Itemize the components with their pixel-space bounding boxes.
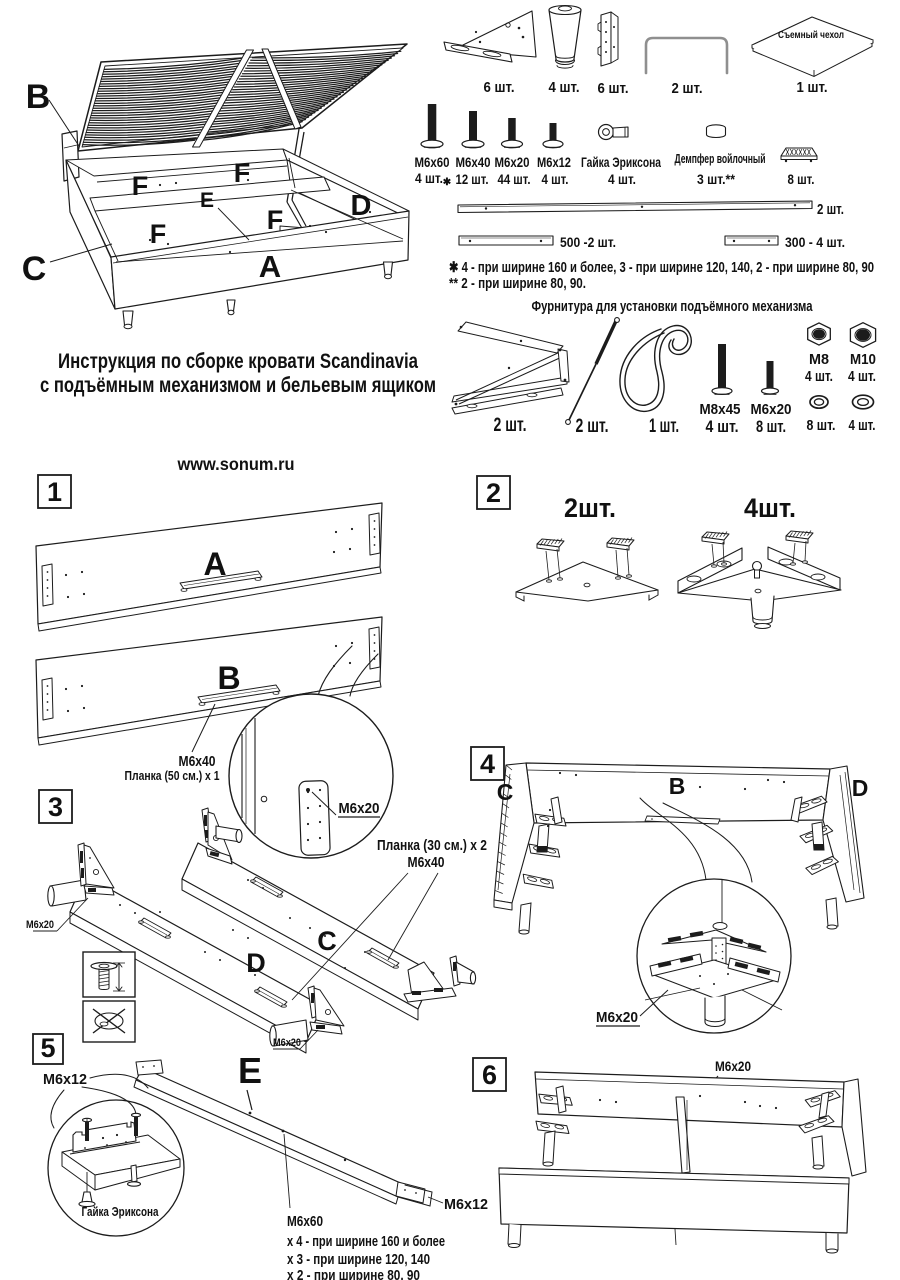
svg-text:4 шт.: 4 шт. xyxy=(542,171,569,187)
svg-text:М6х12: М6х12 xyxy=(444,1196,488,1213)
svg-text:B: B xyxy=(217,660,240,696)
svg-text:4 шт.: 4 шт. xyxy=(805,368,833,385)
svg-text:М6х20: М6х20 xyxy=(495,154,530,170)
svg-text:4 шт.: 4 шт. xyxy=(706,417,739,436)
svg-text:B: B xyxy=(669,773,686,799)
svg-text:D: D xyxy=(351,190,372,222)
svg-text:1 шт.: 1 шт. xyxy=(797,79,828,96)
svg-text:М6х20: М6х20 xyxy=(339,800,380,817)
svg-text:A: A xyxy=(203,546,226,582)
svg-text:х 4 - при ширине 160 и более: х 4 - при ширине 160 и более xyxy=(287,1234,445,1250)
svg-text:М6х40: М6х40 xyxy=(456,154,491,170)
svg-text:✱ 4 - при ширине 160 и более,: ✱ 4 - при ширине 160 и более, 3 - при ши… xyxy=(449,260,874,276)
svg-text:Планка (50 см.) х 1: Планка (50 см.) х 1 xyxy=(125,768,220,783)
svg-text:Гайка Эриксона: Гайка Эриксона xyxy=(82,1204,160,1219)
svg-text:1 шт.: 1 шт. xyxy=(649,416,679,437)
svg-text:3 шт.**: 3 шт.** xyxy=(697,171,735,187)
svg-text:6 шт.: 6 шт. xyxy=(598,80,629,97)
svg-text:4 шт.: 4 шт. xyxy=(848,368,876,385)
svg-text:М6х40: М6х40 xyxy=(179,753,216,770)
svg-text:М6х20: М6х20 xyxy=(26,919,54,931)
svg-text:4: 4 xyxy=(480,749,495,779)
svg-text:F: F xyxy=(234,158,251,188)
svg-text:М10: М10 xyxy=(850,351,876,368)
svg-text:Инструкция по сборке кровати S: Инструкция по сборке кровати Scandinavia xyxy=(58,349,419,373)
svg-text:8 шт.: 8 шт. xyxy=(788,171,815,187)
svg-text:E: E xyxy=(200,189,214,212)
svg-text:5: 5 xyxy=(40,1033,55,1063)
svg-text:12 шт.: 12 шт. xyxy=(456,171,489,187)
svg-text:М6х60: М6х60 xyxy=(415,154,450,170)
svg-text:8 шт.: 8 шт. xyxy=(756,417,786,436)
svg-text:4 шт.: 4 шт. xyxy=(608,171,636,187)
svg-text:М6х20: М6х20 xyxy=(715,1058,751,1074)
svg-text:B: B xyxy=(26,78,51,116)
svg-text:C: C xyxy=(317,926,337,956)
svg-text:C: C xyxy=(22,250,47,288)
svg-text:х 2 - при ширине 80, 90: х 2 - при ширине 80, 90 xyxy=(287,1268,420,1280)
svg-text:44 шт.: 44 шт. xyxy=(498,171,531,187)
svg-text:Съемный чехол: Съемный чехол xyxy=(778,30,844,41)
svg-text:М6х40: М6х40 xyxy=(408,855,445,871)
svg-text:1: 1 xyxy=(47,477,62,507)
svg-text:Фурнитура для установки подъём: Фурнитура для установки подъёмного механ… xyxy=(532,298,813,315)
svg-text:2 шт.: 2 шт. xyxy=(672,80,703,97)
svg-text:Демпфер войлочный: Демпфер войлочный xyxy=(675,151,766,166)
svg-text:4 шт.: 4 шт. xyxy=(549,79,580,96)
svg-text:2 шт.: 2 шт. xyxy=(494,415,527,436)
svg-text:6: 6 xyxy=(482,1060,497,1090)
svg-text:C: C xyxy=(497,779,514,805)
svg-text:✱: ✱ xyxy=(443,177,452,188)
svg-text:8 шт.: 8 шт. xyxy=(807,417,836,434)
svg-text:D: D xyxy=(246,948,266,978)
svg-text:A: A xyxy=(259,249,281,284)
svg-text:300 - 4 шт.: 300 - 4 шт. xyxy=(785,234,845,250)
svg-text:х 3 - при ширине 120, 140: х 3 - при ширине 120, 140 xyxy=(287,1252,430,1268)
svg-text:3: 3 xyxy=(48,792,63,822)
svg-text:М6х12: М6х12 xyxy=(537,154,571,170)
svg-text:6 шт.: 6 шт. xyxy=(484,79,515,96)
svg-text:2: 2 xyxy=(486,478,501,508)
svg-text:F: F xyxy=(267,205,284,235)
svg-text:2шт.: 2шт. xyxy=(564,493,616,523)
svg-text:4шт.: 4шт. xyxy=(744,493,796,523)
svg-text:с подъёмным механизмом и белье: с подъёмным механизмом и бельевым ящиком xyxy=(40,373,436,397)
svg-text:М8х45: М8х45 xyxy=(700,401,741,418)
svg-text:Гайка Эриксона: Гайка Эриксона xyxy=(581,154,661,170)
svg-text:500 -2 шт.: 500 -2 шт. xyxy=(560,234,616,250)
svg-text:Планка (30 см.) х 2: Планка (30 см.) х 2 xyxy=(377,838,487,854)
svg-text:D: D xyxy=(852,775,869,801)
svg-text:F: F xyxy=(150,219,167,249)
svg-text:М6х20: М6х20 xyxy=(751,401,792,418)
svg-text:М8: М8 xyxy=(809,351,829,368)
svg-text:М6х12: М6х12 xyxy=(43,1071,87,1088)
svg-text:www.sonum.ru: www.sonum.ru xyxy=(177,454,295,474)
svg-text:F: F xyxy=(132,171,149,201)
svg-text:** 2 - при ширине 80, 90.: ** 2 - при ширине 80, 90. xyxy=(449,276,586,292)
svg-text:2 шт.: 2 шт. xyxy=(576,416,609,437)
svg-text:М6х60: М6х60 xyxy=(287,1213,323,1230)
svg-text:М6х20: М6х20 xyxy=(596,1009,638,1026)
svg-text:4 шт.: 4 шт. xyxy=(415,170,443,186)
svg-text:2 шт.: 2 шт. xyxy=(817,201,844,218)
svg-text:E: E xyxy=(238,1050,262,1091)
svg-text:4 шт.: 4 шт. xyxy=(849,417,876,434)
svg-text:М6х20: М6х20 xyxy=(273,1037,301,1049)
